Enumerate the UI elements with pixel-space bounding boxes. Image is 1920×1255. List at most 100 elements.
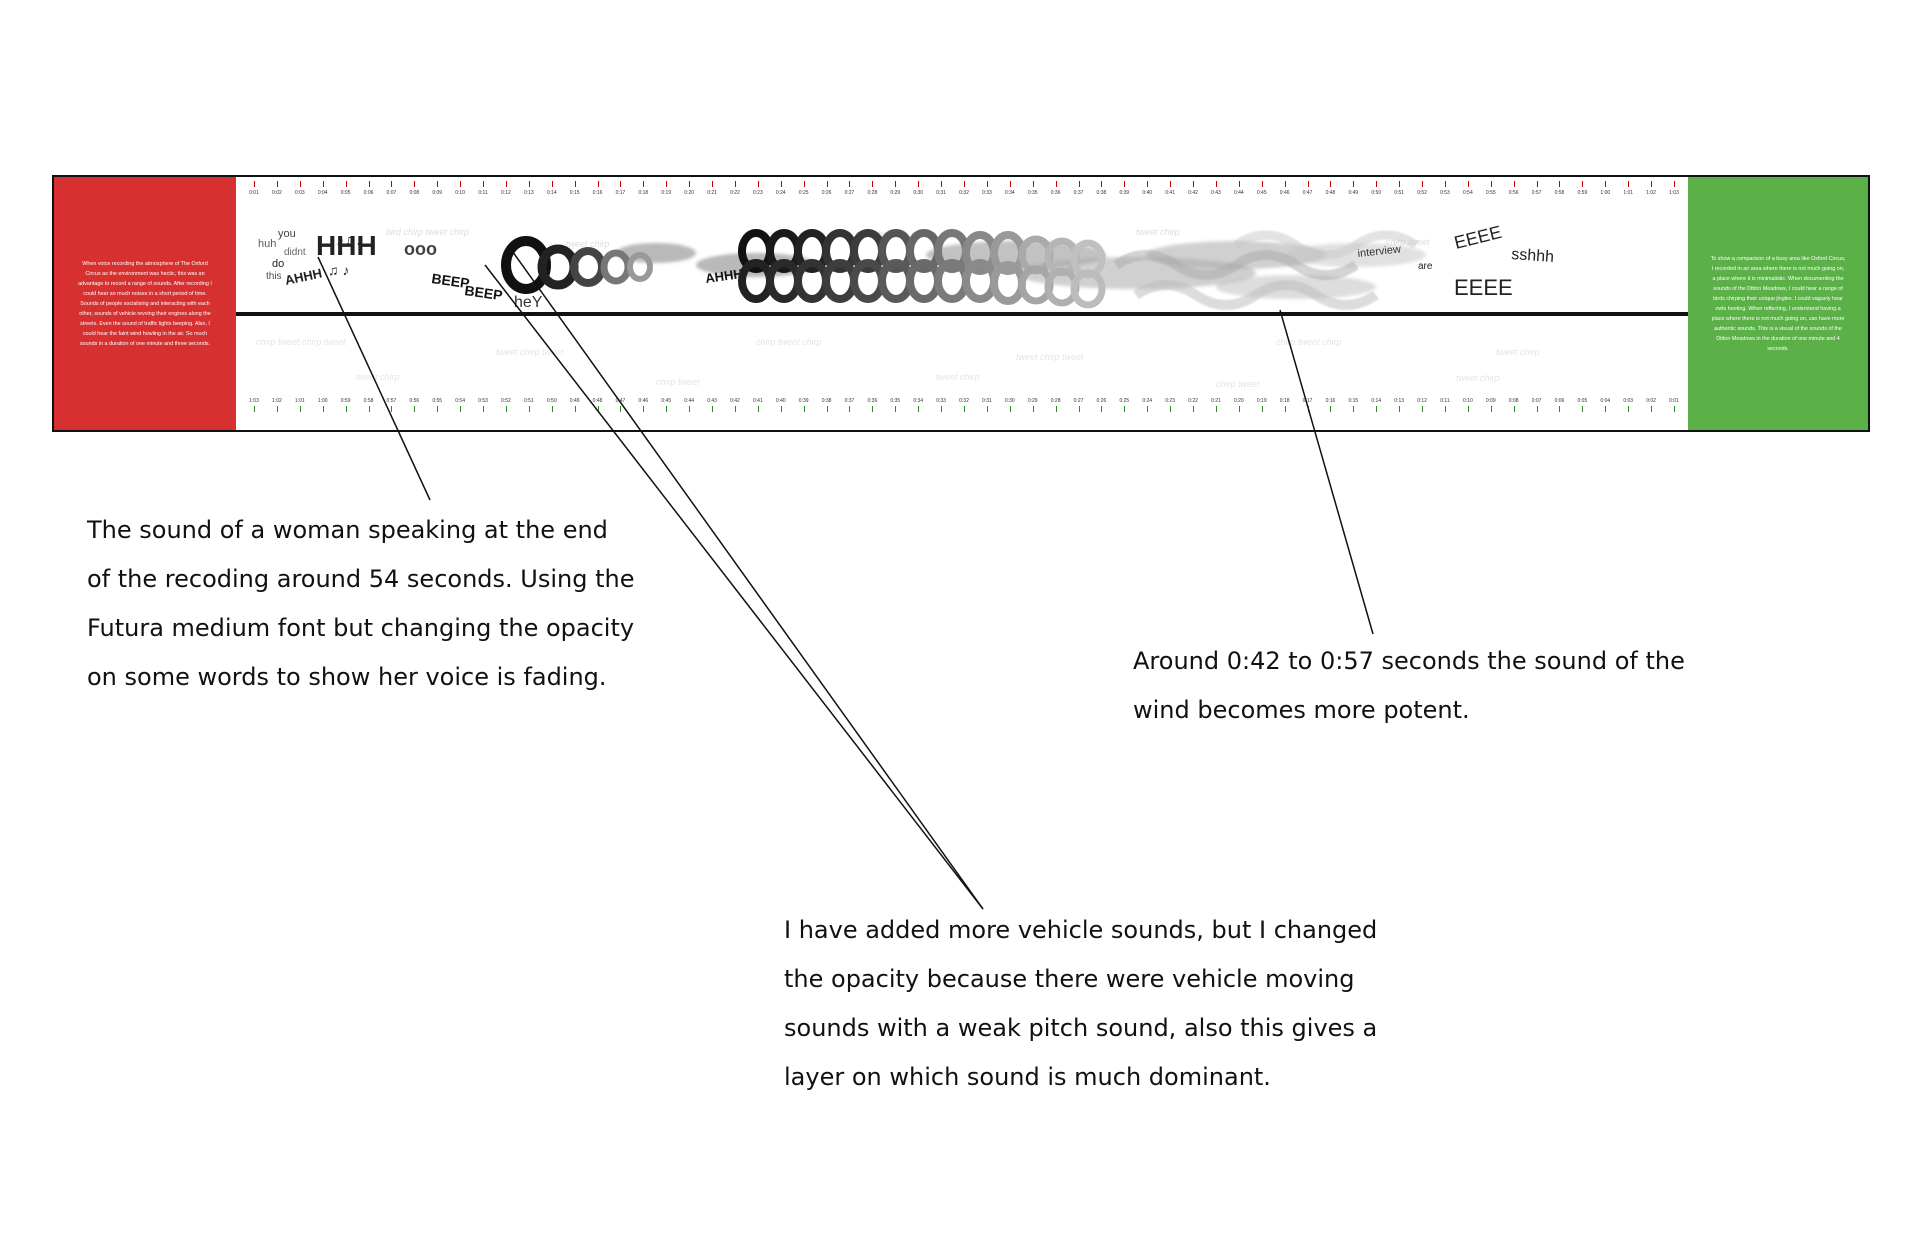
bottom-tick-label: 0:49: [569, 398, 580, 404]
word-sshhh: sshhh: [1511, 246, 1555, 266]
top-tick-mark: [757, 181, 759, 187]
svg-text:tweet chirp: tweet chirp: [566, 239, 610, 249]
bottom-tick-label: 1:03: [249, 398, 259, 404]
top-tick-mark: [483, 181, 485, 187]
svg-text:chirp tweet chirp tweet: chirp tweet chirp tweet: [256, 337, 346, 347]
bottom-tick-label: 0:47: [615, 398, 626, 404]
bottom-tick-mark: [1215, 406, 1217, 412]
bottom-tick-label: 1:01: [294, 398, 305, 404]
svg-text:tweet chirp: tweet chirp: [356, 372, 400, 382]
bottom-tick-label: 0:38: [821, 398, 832, 404]
top-tick-mark: [254, 181, 255, 187]
bottom-tick-mark: [1009, 406, 1011, 412]
top-tick-label: 0:30: [913, 190, 924, 196]
top-tick-mark: [1215, 181, 1217, 187]
bottom-tick-label: 0:16: [1325, 398, 1336, 404]
top-tick-mark: [597, 181, 599, 187]
top-tick-label: 0:36: [1050, 190, 1061, 196]
top-tick-mark: [1078, 181, 1080, 187]
top-tick-label: 0:39: [1119, 190, 1130, 196]
top-tick-mark: [1193, 181, 1195, 187]
bottom-tick-label: 0:34: [913, 398, 924, 404]
top-tick-label: 0:40: [1142, 190, 1153, 196]
bottom-tick-mark: [757, 406, 759, 412]
top-tick-label: 0:53: [1440, 190, 1450, 196]
top-tick-label: 0:32: [959, 190, 969, 196]
bottom-tick-label: 0:44: [684, 398, 695, 404]
annotation-line: Around 0:42 to 0:57 seconds the sound of…: [1133, 647, 1685, 675]
bottom-tick-mark: [1490, 406, 1492, 412]
bottom-tick-mark: [849, 406, 851, 412]
top-tick-mark: [1376, 181, 1378, 187]
word-hey: heY: [514, 294, 543, 311]
wind-faded-shapes: [1113, 230, 1419, 310]
top-tick-label: 0:07: [386, 190, 397, 196]
bottom-tick-label: 0:15: [1348, 398, 1359, 404]
bottom-tick-mark: [918, 406, 920, 412]
top-tick-label: 0:35: [1027, 190, 1038, 196]
top-tick-mark: [1101, 181, 1103, 187]
bottom-tick-label: 0:35: [890, 398, 901, 404]
top-tick-label: 0:27: [844, 190, 855, 196]
top-tick-label: 0:13: [523, 190, 534, 196]
bottom-tick-label: 0:43: [707, 398, 717, 404]
top-tick-label: 0:54: [1462, 190, 1473, 196]
bottom-tick-mark: [1193, 406, 1195, 412]
top-tick-mark: [1032, 181, 1034, 187]
top-tick-label: 0:12: [501, 190, 511, 196]
bottom-tick-mark: [483, 406, 485, 412]
top-tick-label: 0:22: [730, 190, 740, 196]
top-tick-mark: [826, 181, 828, 187]
top-tick-mark: [918, 181, 920, 187]
word-hhh: HHH: [316, 230, 377, 261]
annotation-line: sounds with a weak pitch sound, also thi…: [784, 1014, 1378, 1042]
top-tick-mark: [964, 181, 965, 187]
bottom-tick-label: 0:48: [592, 398, 603, 404]
bottom-tick-label: 0:19: [1256, 398, 1267, 404]
bottom-tick-label: 0:17: [1302, 398, 1313, 404]
top-tick-mark: [1536, 181, 1538, 187]
bottom-tick-mark: [551, 406, 553, 412]
top-tick-mark: [574, 181, 576, 187]
annotation-line: of the recoding around 54 seconds. Using…: [87, 565, 635, 593]
bottom-tick-mark: [345, 406, 347, 412]
bottom-tick-label: 0:36: [867, 398, 878, 404]
word-do: do: [272, 258, 284, 270]
top-tick-label: 0:11: [478, 190, 488, 196]
top-tick-label: 1:00: [1600, 190, 1611, 196]
top-tick-label: 0:05: [340, 190, 351, 196]
bottom-tick-mark: [1467, 406, 1469, 412]
top-tick-label: 0:31: [936, 190, 946, 196]
word-eeee-2: EEEE: [1454, 275, 1513, 300]
svg-text:tweet chirp: tweet chirp: [1456, 373, 1500, 383]
top-tick-label: 0:15: [569, 190, 580, 196]
word-interview: interview: [1357, 244, 1401, 260]
top-tick-mark: [1605, 181, 1607, 187]
top-tick-label: 0:25: [798, 190, 809, 196]
top-tick-label: 0:02: [272, 190, 282, 196]
top-tick-mark: [803, 181, 805, 187]
music-notes: ♪♫♪: [336, 232, 364, 249]
top-tick-label: 0:21: [707, 190, 717, 196]
ditton-meadows-description-panel: To show a comparison of a busy area like…: [1688, 177, 1868, 430]
top-tick-label: 0:10: [455, 190, 465, 196]
word-beep-2: BEEP: [464, 282, 504, 303]
bottom-tick-mark: [299, 406, 301, 412]
bottom-tick-label: 0:14: [1371, 398, 1382, 404]
word-eeee-1: EEEE: [1452, 222, 1503, 253]
bottom-tick-label: 0:31: [982, 398, 992, 404]
oxford-circus-description-panel: When voice recording the atmosphere of T…: [54, 177, 236, 430]
bottom-tick-mark: [803, 406, 805, 412]
top-tick-mark: [368, 181, 370, 187]
bottom-tick-mark: [826, 406, 828, 412]
bottom-tick-label: 0:59: [340, 398, 351, 404]
bottom-tick-label: 0:08: [1508, 398, 1519, 404]
top-tick-mark: [391, 181, 393, 187]
bottom-tick-mark: [1513, 406, 1515, 412]
annotation-line: I have added more vehicle sounds, but I …: [784, 916, 1378, 944]
bottom-tick-mark: [964, 406, 965, 412]
top-tick-mark: [689, 181, 691, 187]
bottom-tick-mark: [734, 406, 736, 412]
woman-speaking-words: huh you didnt do this AHHH HHH ♪♫♪ ♫ ♪: [258, 228, 377, 288]
top-tick-label: 0:46: [1279, 190, 1290, 196]
